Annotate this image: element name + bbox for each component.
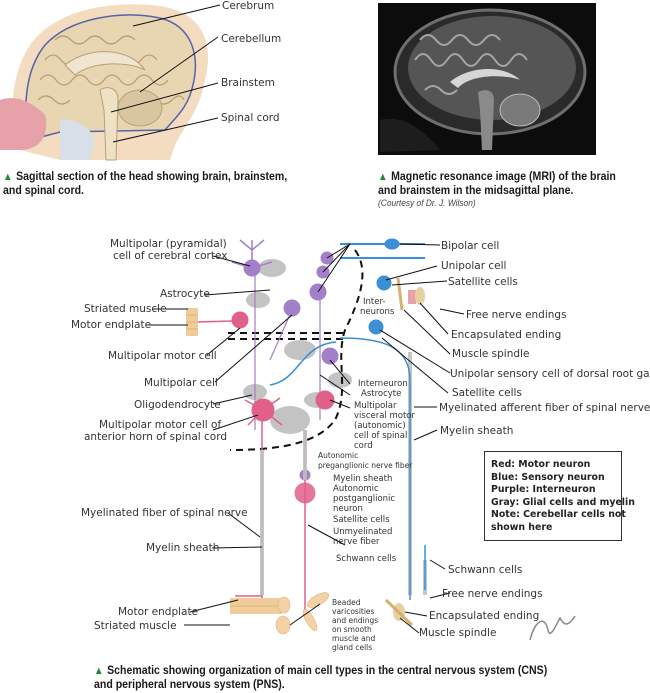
caption-schematic: ▲Schematic showing organization of main … bbox=[94, 663, 548, 677]
caption-mri: ▲Magnetic resonance image (MRI) of the b… bbox=[378, 169, 616, 183]
label-multipolar-motor-cell: Multipolar motor cell bbox=[108, 350, 217, 362]
netter-signature bbox=[529, 615, 576, 641]
label-interneuron: Interneuron bbox=[358, 379, 408, 389]
label-free-nerve-endings-1: Free nerve endings bbox=[466, 309, 567, 321]
label-interneurons-2: neurons bbox=[360, 307, 395, 317]
label-cerebrum: Cerebrum bbox=[222, 0, 275, 12]
label-visceral-5: cord bbox=[354, 441, 373, 451]
color-legend: Red: Motor neuron Blue: Sensory neuron P… bbox=[484, 451, 635, 541]
legend-glia: Gray: Glial cells and myelin bbox=[491, 496, 635, 508]
caption-schematic-line2: and peripheral nervous system (PNS). bbox=[94, 677, 285, 691]
label-motor-endplate: Motor endplate bbox=[71, 319, 152, 331]
mri-image bbox=[378, 3, 596, 155]
label-schwann-cells-right: Schwann cells bbox=[448, 564, 523, 576]
label-multipolar-cell: Multipolar cell bbox=[144, 377, 218, 389]
label-pyramidal-1: Multipolar (pyramidal) bbox=[110, 238, 227, 250]
neuron-schematic bbox=[146, 238, 576, 641]
caption-sagittal-line2: and spinal cord. bbox=[3, 183, 84, 197]
label-motor-endplate-2: Motor endplate bbox=[118, 606, 199, 618]
label-striated-muscle: Striated muscle bbox=[84, 303, 167, 315]
label-visceral-2: visceral motor bbox=[354, 411, 415, 421]
label-satellite-cells-1: Satellite cells bbox=[448, 276, 518, 288]
label-beaded-5: muscle and bbox=[332, 634, 376, 643]
legend-sensory: Blue: Sensory neuron bbox=[491, 471, 605, 483]
label-beaded-3: and endings bbox=[332, 616, 379, 625]
legend-note-2: shown here bbox=[491, 521, 553, 533]
label-dorsal-root-ganglion: Unipolar sensory cell of dorsal root gan… bbox=[450, 368, 650, 380]
label-beaded-2: varicosities bbox=[332, 607, 375, 616]
label-striated-muscle-2: Striated muscle bbox=[94, 620, 177, 632]
label-encapsulated-ending-2: Encapsulated ending bbox=[429, 610, 540, 622]
label-interneurons-1: Inter- bbox=[363, 297, 386, 307]
label-pregang-2: preganglionic nerve fiber bbox=[318, 461, 413, 470]
label-unipolar-cell: Unipolar cell bbox=[441, 260, 507, 272]
legend-note: Note: Cerebellar cells not bbox=[491, 509, 626, 520]
legend-motor: Red: Motor neuron bbox=[491, 459, 591, 470]
caption-mri-line2: and brainstem in the midsagittal plane. bbox=[378, 183, 574, 197]
label-cerebellum: Cerebellum bbox=[221, 33, 282, 45]
label-spinal-cord: Spinal cord bbox=[221, 112, 280, 124]
label-oligodendrocyte: Oligodendrocyte bbox=[134, 399, 221, 411]
label-muscle-spindle-1: Muscle spindle bbox=[452, 348, 530, 360]
label-beaded-1: Beaded bbox=[332, 598, 361, 607]
label-unmyelinated-2: nerve fiber bbox=[333, 537, 380, 547]
label-pyramidal-2: cell of cerebral cortex bbox=[113, 250, 228, 262]
label-postgang-3: neuron bbox=[333, 504, 363, 514]
caption-triangle-icon: ▲ bbox=[378, 171, 388, 183]
label-myelinated-fiber: Myelinated fiber of spinal nerve bbox=[81, 507, 248, 519]
label-anterior-horn-2: anterior horn of spinal cord bbox=[84, 431, 228, 443]
label-anterior-horn-1: Multipolar motor cell of bbox=[99, 419, 222, 431]
label-postgang-2: postganglionic bbox=[333, 494, 396, 504]
label-visceral-3: (autonomic) bbox=[354, 421, 406, 431]
caption-triangle-icon: ▲ bbox=[94, 665, 104, 677]
label-visceral-1: Multipolar bbox=[354, 401, 397, 411]
label-satellite-center: Satellite cells bbox=[333, 515, 390, 525]
label-visceral-4: cell of spinal bbox=[354, 431, 408, 441]
sagittal-head-illustration bbox=[0, 4, 221, 161]
caption-triangle-icon: ▲ bbox=[3, 171, 13, 183]
label-beaded-6: gland cells bbox=[332, 643, 373, 652]
label-pregang-1: Autonomic bbox=[318, 451, 359, 460]
label-bipolar-cell: Bipolar cell bbox=[441, 240, 500, 252]
label-encapsulated-ending-1: Encapsulated ending bbox=[451, 329, 562, 341]
label-brainstem: Brainstem bbox=[221, 77, 275, 89]
label-postgang-1: Autonomic bbox=[333, 484, 379, 494]
legend-interneuron: Purple: Interneuron bbox=[491, 484, 596, 495]
label-free-nerve-endings-2: Free nerve endings bbox=[442, 588, 543, 600]
mri-credit: (Courtesy of Dr. J. Wilson) bbox=[378, 198, 476, 209]
label-myelin-sheath-center: Myelin sheath bbox=[333, 474, 393, 484]
label-afferent-fiber: Myelinated afferent fiber of spinal nerv… bbox=[439, 402, 650, 414]
label-unmyelinated-1: Unmyelinated bbox=[333, 527, 393, 537]
caption-sagittal: ▲Sagittal section of the head showing br… bbox=[3, 169, 288, 183]
label-myelin-sheath: Myelin sheath bbox=[146, 542, 220, 554]
label-astrocyte-center: Astrocyte bbox=[361, 389, 402, 399]
label-satellite-cells-2: Satellite cells bbox=[452, 387, 522, 399]
label-astrocyte: Astrocyte bbox=[160, 288, 210, 300]
label-muscle-spindle-2: Muscle spindle bbox=[419, 627, 497, 639]
label-beaded-4: on smooth bbox=[332, 625, 372, 634]
label-myelin-sheath-right: Myelin sheath bbox=[440, 425, 514, 437]
label-schwann-center: Schwann cells bbox=[336, 554, 397, 564]
